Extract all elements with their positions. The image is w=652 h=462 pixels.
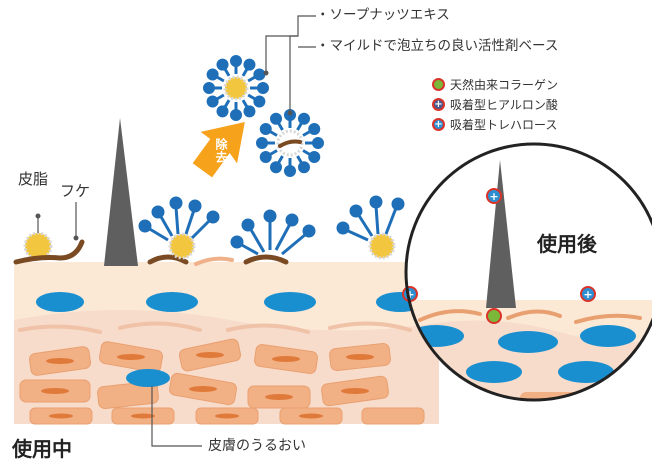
- dandruff-flake: [13, 239, 85, 265]
- dandruff-label: フケ: [60, 182, 91, 200]
- legend-item-hyaluronic: + 吸着型ヒアルロン酸: [432, 94, 558, 114]
- collagen-icon: [432, 77, 445, 91]
- skin-layer: [14, 262, 439, 425]
- during-use-title: 使用中: [12, 437, 72, 461]
- callout-lines: [265, 15, 316, 112]
- removal-arrow: [192, 122, 245, 178]
- legend-item-collagen: 天然由来コラーゲン: [432, 74, 558, 94]
- remove-badge: 除去: [214, 138, 228, 164]
- magnified-view: + + +: [402, 142, 652, 402]
- legend-label: 天然由来コラーゲン: [450, 77, 559, 92]
- svg-text:+: +: [489, 190, 498, 203]
- micelle-bottom: [256, 109, 324, 177]
- moisture-label: 皮膚のうるおい: [208, 438, 306, 454]
- legend-label: 吸着型トレハロース: [450, 117, 558, 132]
- legend: 天然由来コラーゲン + 吸着型ヒアルロン酸 + 吸着型トレハロース: [432, 74, 558, 134]
- ingredient-2: ・マイルドで泡立ちの良い活性剤ベース: [316, 38, 559, 54]
- surfactant-group-2: [230, 209, 316, 265]
- trehalose-dot: +: [486, 188, 502, 204]
- hyaluronic-icon: +: [432, 97, 445, 111]
- sebum-label: 皮脂: [18, 170, 49, 188]
- trehalose-icon: +: [432, 117, 445, 131]
- svg-text:+: +: [405, 288, 414, 301]
- hair-shaft: [104, 118, 138, 266]
- skin-cells: [19, 338, 425, 425]
- after-use-title: 使用後: [537, 232, 597, 256]
- legend-label: 吸着型ヒアルロン酸: [450, 97, 558, 112]
- ingredient-1: ・ソープナッツエキス: [316, 7, 450, 23]
- surfactant-group-3: [336, 195, 405, 260]
- svg-text:+: +: [583, 288, 592, 301]
- surfactant-group-1: [138, 196, 220, 265]
- micelle-top: [203, 55, 269, 121]
- legend-item-trehalose: + 吸着型トレハロース: [432, 114, 558, 134]
